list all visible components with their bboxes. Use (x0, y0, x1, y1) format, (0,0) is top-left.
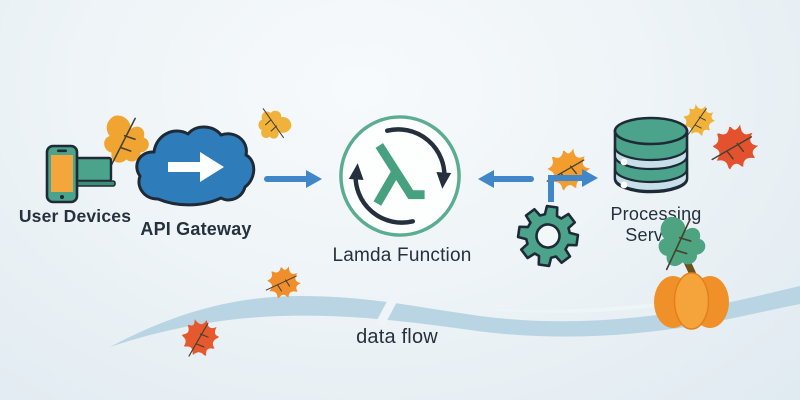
database-icon (613, 116, 689, 194)
gear-icon (516, 204, 580, 268)
pumpkin-icon (649, 207, 729, 330)
cloud-inner-arrow (168, 152, 224, 182)
oak-leaf-icon (50, 85, 116, 151)
maple-leaf-icon (144, 295, 194, 345)
api-gateway-label: API Gateway (140, 219, 252, 239)
smartphone-laptop-icon (45, 144, 116, 204)
oak-leaf-icon (278, 85, 322, 129)
elbow-arrow-icon (548, 169, 598, 202)
cloud-arrow-icon (135, 125, 256, 207)
user-devices-label: User Devices (18, 206, 132, 226)
maple-leaf-icon (683, 80, 743, 140)
data-flow-caption: data flow (356, 326, 438, 348)
wave-gap (375, 288, 402, 329)
lambda-function-label: Lamda Function (332, 245, 472, 266)
flow-arrow-left-icon (478, 170, 534, 188)
lambda-sync-icon (339, 115, 461, 237)
maple-leaf-icon (520, 107, 576, 163)
processing-service-label-line1: Processing (610, 204, 702, 224)
flow-arrow-right-icon (264, 170, 322, 188)
